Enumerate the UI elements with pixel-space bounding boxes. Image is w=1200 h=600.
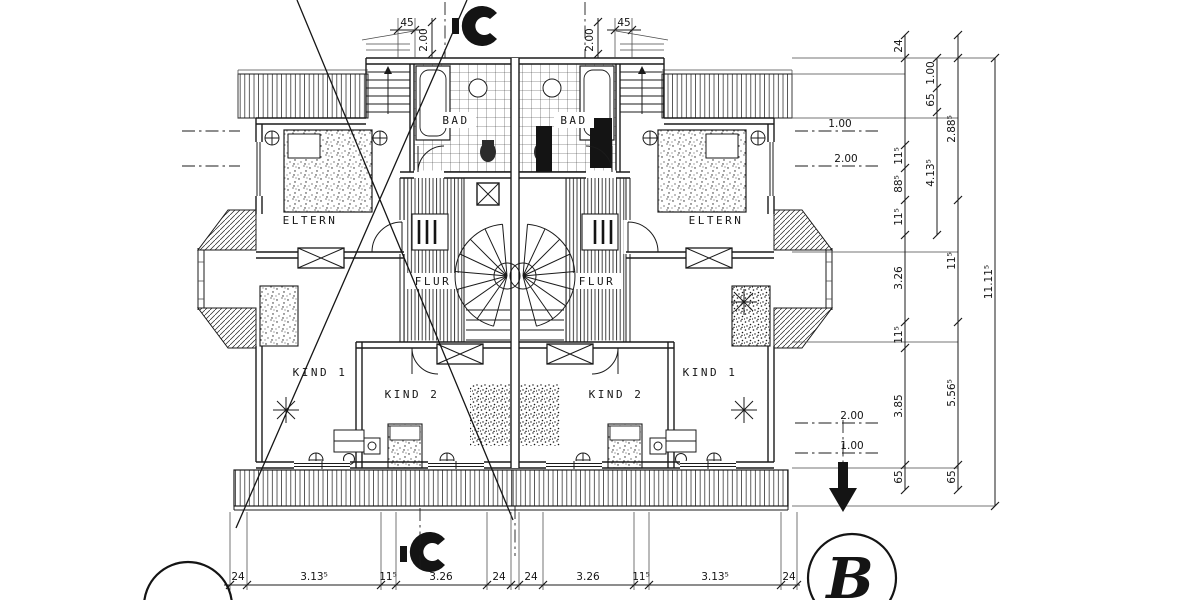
dim-label-top-right-height: 2.00	[584, 28, 596, 51]
hall-left: FLUR	[397, 178, 465, 350]
dim-label: 11⁵	[632, 571, 650, 583]
room-label-eltern-right: ELTERN	[689, 214, 744, 227]
bedroom-right-furniture: ELTERN	[642, 129, 766, 227]
room-label-kind2-left: KIND 2	[385, 388, 440, 401]
dim-label-top-left-height: 2.00	[418, 28, 430, 51]
room-label-kind1-left: KIND 1	[293, 366, 348, 379]
pillow	[389, 425, 421, 441]
bay-window-right	[773, 209, 833, 349]
bathroom-right: BAD	[518, 63, 630, 180]
revision-cross-lines	[235, 0, 514, 529]
top-dimensions: 45 2.00 45 2.00	[390, 2, 641, 59]
dim-label: 65	[893, 470, 905, 483]
dim-label-top-right-width: 45	[617, 17, 630, 29]
bottom-windows	[254, 142, 776, 469]
bedroom-left-furniture: ELTERN	[264, 129, 388, 227]
hall-right: FLUR	[565, 178, 633, 350]
dim-label: 3.13⁵	[701, 571, 729, 583]
dim-label: 4.13⁵	[925, 159, 937, 187]
carpet	[470, 384, 510, 446]
dim-label: 1.00	[925, 61, 937, 84]
dim-label-level: 2.00	[834, 153, 857, 165]
top-stair-left	[361, 30, 415, 118]
winder-stair-right	[509, 223, 576, 341]
dim-label: 88⁵	[893, 175, 905, 193]
carpet	[520, 384, 560, 446]
nightstand	[649, 437, 667, 455]
section-cut-marker-bottom	[400, 508, 445, 573]
room-label-flur-right: FLUR	[579, 275, 616, 288]
dim-label-level: 1.00	[828, 118, 851, 130]
dim-label: 11⁵	[893, 208, 905, 226]
dim-label: 3.26	[576, 571, 600, 583]
section-bubble-left-partial	[143, 560, 233, 600]
dim-label: 11⁵	[946, 252, 958, 270]
dim-label-top-left-width: 45	[400, 17, 413, 29]
section-cut-marker-top	[452, 6, 497, 46]
room-label-kind2-right: KIND 2	[589, 388, 644, 401]
dim-label: 5.56⁵	[946, 379, 958, 407]
plant	[731, 397, 757, 423]
dim-label: 24	[231, 571, 245, 583]
room-label-bad-left: BAD	[442, 114, 469, 127]
nightstand	[363, 437, 381, 455]
dim-label: 3.26	[429, 571, 453, 583]
chimney	[476, 182, 500, 206]
top-stair-right	[615, 30, 669, 118]
dim-label: 3.13⁵	[300, 571, 328, 583]
dim-label: 11⁵	[893, 326, 905, 344]
entrance-arrow-icon	[829, 462, 857, 512]
dim-label: 65	[946, 470, 958, 483]
door-swings	[371, 145, 659, 375]
kids-rooms-left-furniture: KIND 1 KIND 2	[259, 285, 510, 469]
dim-label: 65	[925, 93, 937, 106]
pillow	[609, 425, 641, 441]
hall-niche	[411, 213, 449, 251]
dim-label: 24	[492, 571, 506, 583]
dim-label-overall-height: 11.11⁵	[983, 265, 995, 299]
room-label-kind1-right: KIND 1	[683, 366, 738, 379]
balcony	[233, 469, 789, 511]
room-label-eltern-left: ELTERN	[283, 214, 338, 227]
plant	[731, 289, 757, 315]
pillow	[287, 133, 321, 159]
section-bubble-b: B	[806, 532, 898, 600]
room-label-flur-left: FLUR	[415, 275, 452, 288]
shower-fixture	[536, 126, 552, 172]
wardrobe	[259, 285, 299, 347]
dim-label: 2.88⁵	[946, 115, 958, 143]
kids-rooms-right-furniture: KIND 1 KIND 2	[520, 285, 771, 469]
room-label-bad-right: BAD	[560, 114, 587, 127]
right-dimensions: 24 11⁵ 88⁵ 11⁵ 3.26 11⁵ 3.85 65 1.00 65 …	[182, 30, 1000, 512]
dim-label: 24	[893, 39, 905, 53]
bottom-dimensions: 24 3.13⁵ 11⁵ 3.26 24 24 3.26 11⁵ 3.13⁵ 2…	[224, 512, 802, 590]
plant	[273, 397, 299, 423]
built-in-cupboards	[297, 247, 733, 365]
dim-label: 24	[782, 571, 796, 583]
bathroom-left: BAD	[400, 63, 512, 180]
pillow	[705, 133, 739, 159]
hall-niche	[581, 213, 619, 251]
dim-label: 24	[524, 571, 538, 583]
dim-label-level: 2.00	[840, 410, 863, 422]
dim-label: 11⁵	[893, 147, 905, 165]
winder-stair-left	[454, 223, 521, 341]
washbasin	[468, 78, 488, 98]
dim-label: 3.85	[893, 394, 905, 417]
bubble-letter-b: B	[824, 546, 873, 600]
bay-window-left	[197, 209, 257, 349]
dim-label: 3.26	[893, 266, 905, 290]
dim-label: 11⁵	[379, 571, 397, 583]
washbasin	[542, 78, 562, 98]
dim-label-level: 1.00	[840, 440, 863, 452]
roof-band	[237, 69, 793, 119]
